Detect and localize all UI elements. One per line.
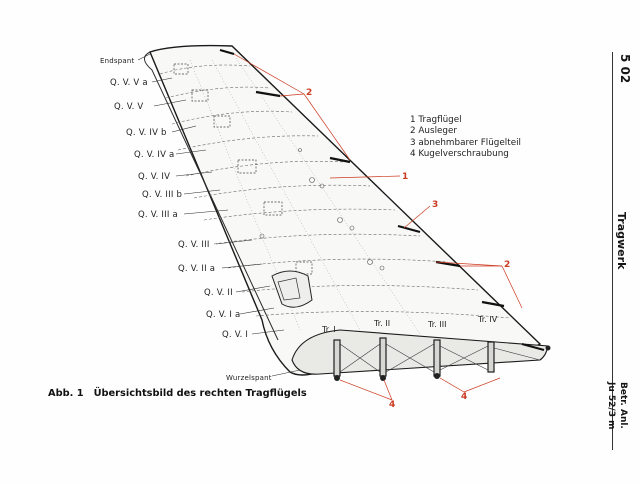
wing-outline [149, 44, 542, 376]
label-qv5a: Q. V. V a [110, 78, 148, 88]
label-qv3: Q. V. III [178, 240, 210, 250]
label-endspant: Endspant [100, 57, 135, 65]
label-leaders [137, 53, 301, 377]
label-qv4a: Q. V. IV a [134, 150, 175, 160]
label-qv1a: Q. V. I a [206, 310, 241, 320]
caption-text: Übersichtsbild des rechten Tragflügels [93, 388, 307, 399]
spar-label-4: Tr. IV [478, 315, 498, 324]
outriggers [219, 48, 545, 352]
legend-item-2: 2 Ausleger [410, 126, 458, 137]
spar-label-2: Tr. II [374, 319, 391, 328]
legend-item-3: 3 abnehmbarer Flügelteil [410, 137, 521, 148]
callout-leaders [233, 53, 523, 401]
nacelle-cutout [271, 270, 313, 308]
figure-legend: 1 Tragflügel 2 Ausleger 3 abnehmbarer Fl… [410, 115, 521, 161]
stringer-lines [189, 57, 421, 335]
legend-item-1: 1 Tragflügel [410, 115, 462, 125]
ball-joints [334, 345, 551, 381]
label-qv4b: Q. V. IV b [126, 128, 167, 138]
legend-item-4: 4 Kugelverschraubung [410, 149, 509, 160]
callout-2-top: 2 [306, 88, 313, 98]
page-number: 5 02 [618, 54, 632, 84]
spar-label-1: Tr. I [322, 325, 336, 334]
reference-line-1: Betr. Anl. [618, 382, 628, 429]
spar-label-3: Tr. III [428, 320, 447, 329]
label-qv3a: Q. V. III a [138, 210, 178, 220]
callout-2-right: 2 [504, 260, 511, 270]
label-qv5: Q. V. V [114, 102, 144, 112]
callout-3: 3 [432, 200, 439, 210]
reference-line-2: Ju 52/3 m [606, 382, 616, 430]
holes [259, 148, 385, 271]
callout-4-left: 4 [389, 400, 396, 410]
root-truss [339, 343, 541, 373]
section-title: Tragwerk [615, 212, 628, 270]
access-panels [173, 63, 313, 275]
callout-1: 1 [402, 172, 409, 182]
label-qv4: Q. V. IV [138, 172, 171, 182]
margin-rule [612, 52, 613, 450]
label-qv1: Q. V. I [222, 330, 249, 340]
leading-edge [144, 51, 279, 341]
figure-caption: Abb. 1 Übersichtsbild des rechten Tragflü… [48, 388, 307, 399]
label-wurzelspant: Wurzelspant [226, 374, 272, 382]
label-qv2a: Q. V. II a [178, 264, 216, 274]
callout-4-right: 4 [461, 392, 468, 402]
leader-1 [329, 175, 401, 179]
caption-id: Abb. 1 [48, 388, 84, 399]
label-qv2: Q. V. II [204, 288, 233, 298]
label-qv3b: Q. V. III b [142, 190, 183, 200]
